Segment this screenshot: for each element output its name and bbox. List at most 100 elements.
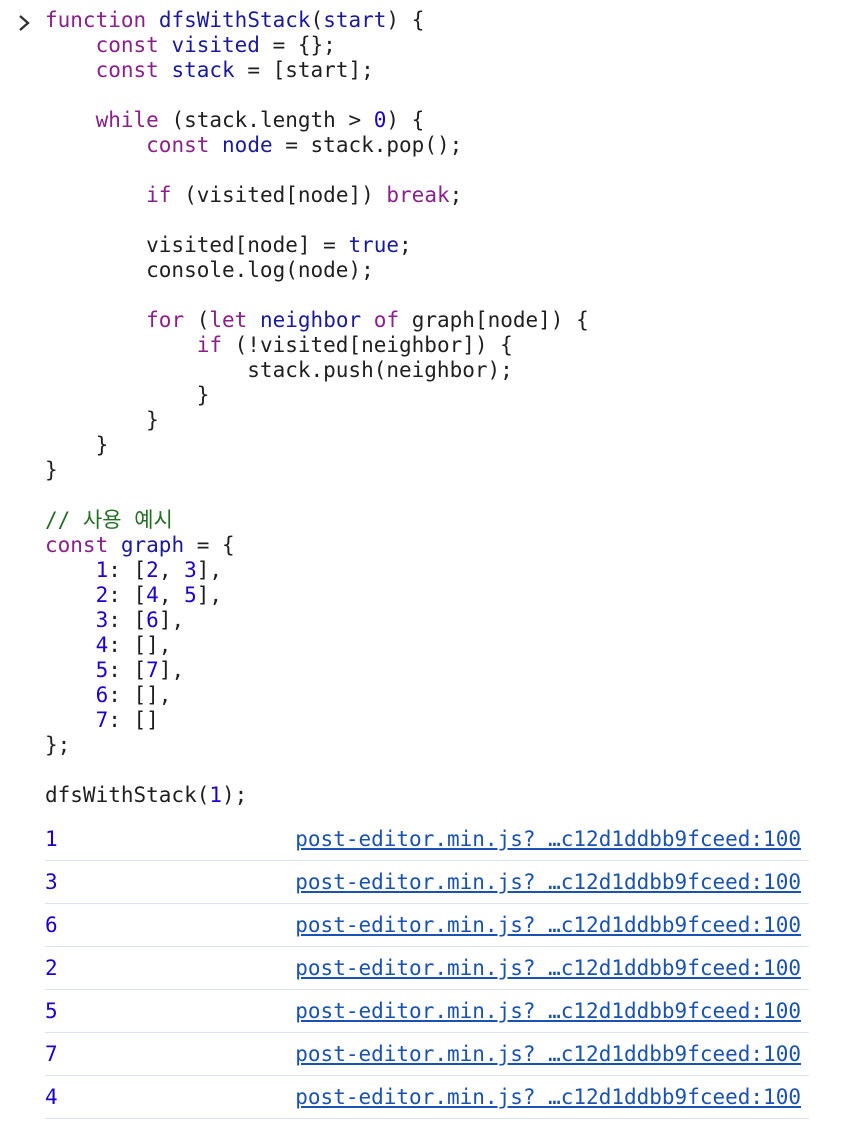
code-token — [45, 658, 96, 682]
code-token: if — [146, 183, 172, 207]
source-link[interactable]: post-editor.min.js? …c12d1ddbb9fceed:100 — [295, 1085, 801, 1109]
code-token: 5 — [95, 658, 109, 682]
code-line: } — [45, 383, 589, 408]
code-token: , — [158, 583, 185, 607]
code-token: const — [95, 58, 159, 82]
code-token: 3 — [184, 558, 197, 582]
code-token: for — [146, 308, 185, 332]
code-token: (!visited[neighbor]) { — [222, 333, 513, 357]
code-token: ], — [196, 558, 223, 582]
code-token — [45, 33, 96, 57]
code-line: }; — [45, 733, 589, 758]
code-line: const visited = {}; — [45, 33, 589, 58]
code-token: let — [209, 308, 248, 332]
code-token: 7 — [95, 708, 109, 732]
code-token: while — [95, 108, 159, 132]
code-token: : [ — [108, 558, 147, 582]
code-token: } — [45, 458, 58, 482]
code-token: } — [45, 383, 210, 407]
code-line: 5: [7], — [45, 658, 589, 683]
code-token: const — [95, 33, 159, 57]
code-line — [45, 758, 589, 783]
code-token: neighbor — [259, 308, 362, 332]
console-input-code[interactable]: function dfsWithStack(start) { const vis… — [45, 8, 589, 808]
code-token — [45, 708, 96, 732]
code-token: 6 — [146, 608, 159, 632]
code-token — [45, 58, 96, 82]
code-line: 6: [], — [45, 683, 589, 708]
console-message-row: 3 post-editor.min.js? …c12d1ddbb9fceed:1… — [45, 861, 809, 904]
source-link[interactable]: post-editor.min.js? …c12d1ddbb9fceed:100 — [295, 999, 801, 1023]
code-token: visited — [171, 33, 260, 57]
code-token — [108, 533, 121, 557]
code-token — [247, 308, 260, 332]
code-token: 5 — [184, 583, 197, 607]
log-value: 2 — [45, 956, 58, 980]
code-token — [146, 8, 159, 32]
source-link[interactable]: post-editor.min.js? …c12d1ddbb9fceed:100 — [295, 956, 801, 980]
code-token — [361, 308, 374, 332]
code-line: } — [45, 433, 589, 458]
code-line: function dfsWithStack(start) { — [45, 8, 589, 33]
code-token: (visited[node]) — [171, 183, 387, 207]
source-link[interactable]: post-editor.min.js? …c12d1ddbb9fceed:100 — [295, 870, 801, 894]
code-token: = [start]; — [234, 58, 374, 82]
code-token: : [ — [108, 608, 147, 632]
code-token — [45, 558, 96, 582]
code-line: visited[node] = true; — [45, 233, 589, 258]
code-token: 1 — [209, 783, 223, 807]
code-token: 3 — [95, 608, 109, 632]
code-token: , — [158, 558, 185, 582]
code-line: for (let neighbor of graph[node]) { — [45, 308, 589, 333]
code-token: graph — [120, 533, 185, 557]
code-line: 4: [], — [45, 633, 589, 658]
console-message-row: 5 post-editor.min.js? …c12d1ddbb9fceed:1… — [45, 990, 809, 1033]
code-line — [45, 208, 589, 233]
code-token: if — [196, 333, 223, 357]
code-token: : [ — [108, 583, 147, 607]
code-line: if (!visited[neighbor]) { — [45, 333, 589, 358]
code-token — [45, 308, 146, 332]
code-token: : [ — [108, 658, 147, 682]
code-token: ( — [184, 308, 210, 332]
log-value: 7 — [45, 1042, 58, 1066]
code-token: of — [373, 308, 400, 332]
console-message-row: 7 post-editor.min.js? …c12d1ddbb9fceed:1… — [45, 1033, 809, 1076]
source-link[interactable]: post-editor.min.js? …c12d1ddbb9fceed:100 — [295, 1042, 801, 1066]
code-token: stack.push(neighbor); — [45, 358, 513, 382]
code-line — [45, 158, 589, 183]
console-output: 1 post-editor.min.js? …c12d1ddbb9fceed:1… — [45, 818, 809, 1119]
code-token: = { — [184, 533, 235, 557]
console-message-row: 2 post-editor.min.js? …c12d1ddbb9fceed:1… — [45, 947, 809, 990]
code-line: 2: [4, 5], — [45, 583, 589, 608]
code-line — [45, 283, 589, 308]
code-token: 4 — [95, 633, 109, 657]
source-link[interactable]: post-editor.min.js? …c12d1ddbb9fceed:100 — [295, 827, 801, 851]
code-token: (stack.length > — [158, 108, 374, 132]
code-line: 3: [6], — [45, 608, 589, 633]
source-link[interactable]: post-editor.min.js? …c12d1ddbb9fceed:100 — [295, 913, 801, 937]
code-token — [45, 583, 96, 607]
code-token: = {}; — [259, 33, 336, 57]
code-token: true — [348, 233, 400, 257]
code-line: const node = stack.pop(); — [45, 133, 589, 158]
code-line: const stack = [start]; — [45, 58, 589, 83]
log-value: 6 — [45, 913, 58, 937]
code-token: function — [45, 8, 147, 32]
code-token — [45, 183, 146, 207]
code-line: 7: [] — [45, 708, 589, 733]
console-message-row: 4 post-editor.min.js? …c12d1ddbb9fceed:1… — [45, 1076, 809, 1119]
code-line: console.log(node); — [45, 258, 589, 283]
code-token — [45, 333, 197, 357]
code-token: = stack.pop(); — [272, 133, 463, 157]
code-token: const — [45, 533, 109, 557]
code-token: ], — [158, 658, 185, 682]
code-token: ], — [158, 608, 185, 632]
code-line: } — [45, 458, 589, 483]
code-line: } — [45, 408, 589, 433]
log-value: 4 — [45, 1085, 58, 1109]
log-value: 5 — [45, 999, 58, 1023]
code-line: if (visited[node]) break; — [45, 183, 589, 208]
code-token: }; — [45, 733, 71, 757]
code-token: ( — [310, 8, 324, 32]
